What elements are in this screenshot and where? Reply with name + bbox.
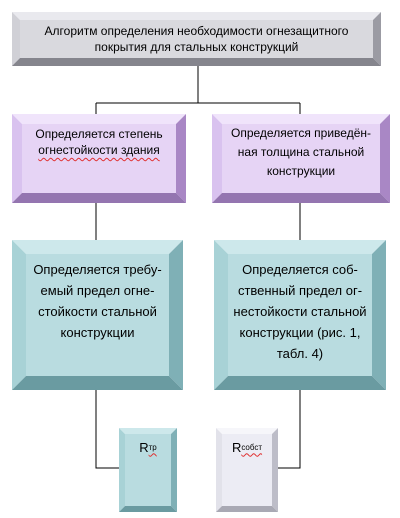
reduced-thickness-box: Определяется приведён- ная толщина сталь… — [212, 114, 390, 203]
title-line-1: Алгоритм определения необходимости огнез… — [44, 24, 349, 38]
own-fire-resistance-box: Определяется соб- ственный предел ог- не… — [214, 240, 386, 390]
left-purple-bevel — [12, 114, 186, 203]
right-purple-line-1: Определяется приведён- — [231, 125, 371, 140]
left-teal-line-4: конструкции — [60, 325, 135, 340]
connector-right-teal-to-rown — [278, 390, 301, 469]
right-teal-bevel — [214, 240, 386, 390]
connector-left-teal-to-rtr — [95, 390, 119, 469]
title-line-2: покрытия для стальных конструкций — [94, 40, 299, 54]
r-required-bevel — [119, 428, 177, 512]
right-teal-line-4: конструкции (рис. 1, — [239, 324, 361, 340]
right-teal-line-5: табл. 4) — [276, 345, 324, 361]
right-purple-line-3: конструкции — [266, 163, 336, 178]
r-own-bevel — [216, 428, 278, 512]
right-teal-line-1: Определяется соб- — [242, 261, 358, 277]
r-required-subscript: тр — [148, 442, 157, 452]
left-purple-line-2: огнестойкости здания — [38, 143, 160, 157]
title-box-bevel — [12, 12, 381, 66]
left-teal-line-2: емый предел огне- — [40, 283, 155, 298]
left-purple-line-1: Определяется степень — [35, 127, 163, 141]
left-teal-line-3: стойкости стальной — [38, 304, 157, 319]
left-teal-bevel — [12, 240, 183, 390]
r-own-subscript: собст — [241, 442, 263, 452]
title-box: Алгоритм определения необходимости огнез… — [12, 12, 381, 66]
left-teal-line-1: Определяется требу- — [33, 262, 162, 277]
r-own-symbol: R — [231, 439, 242, 455]
r-required-symbol: R — [139, 439, 149, 455]
right-purple-bevel — [212, 114, 390, 203]
building-fire-resistance-box: Определяется степень огнестойкости здани… — [12, 114, 186, 203]
right-purple-line-2: ная толщина стальной — [237, 144, 365, 159]
required-fire-resistance-box: Определяется требу- емый предел огне- ст… — [12, 240, 183, 390]
right-teal-line-2: ственный предел ог- — [237, 282, 363, 298]
right-teal-line-3: нестойкости стальной — [233, 303, 367, 319]
